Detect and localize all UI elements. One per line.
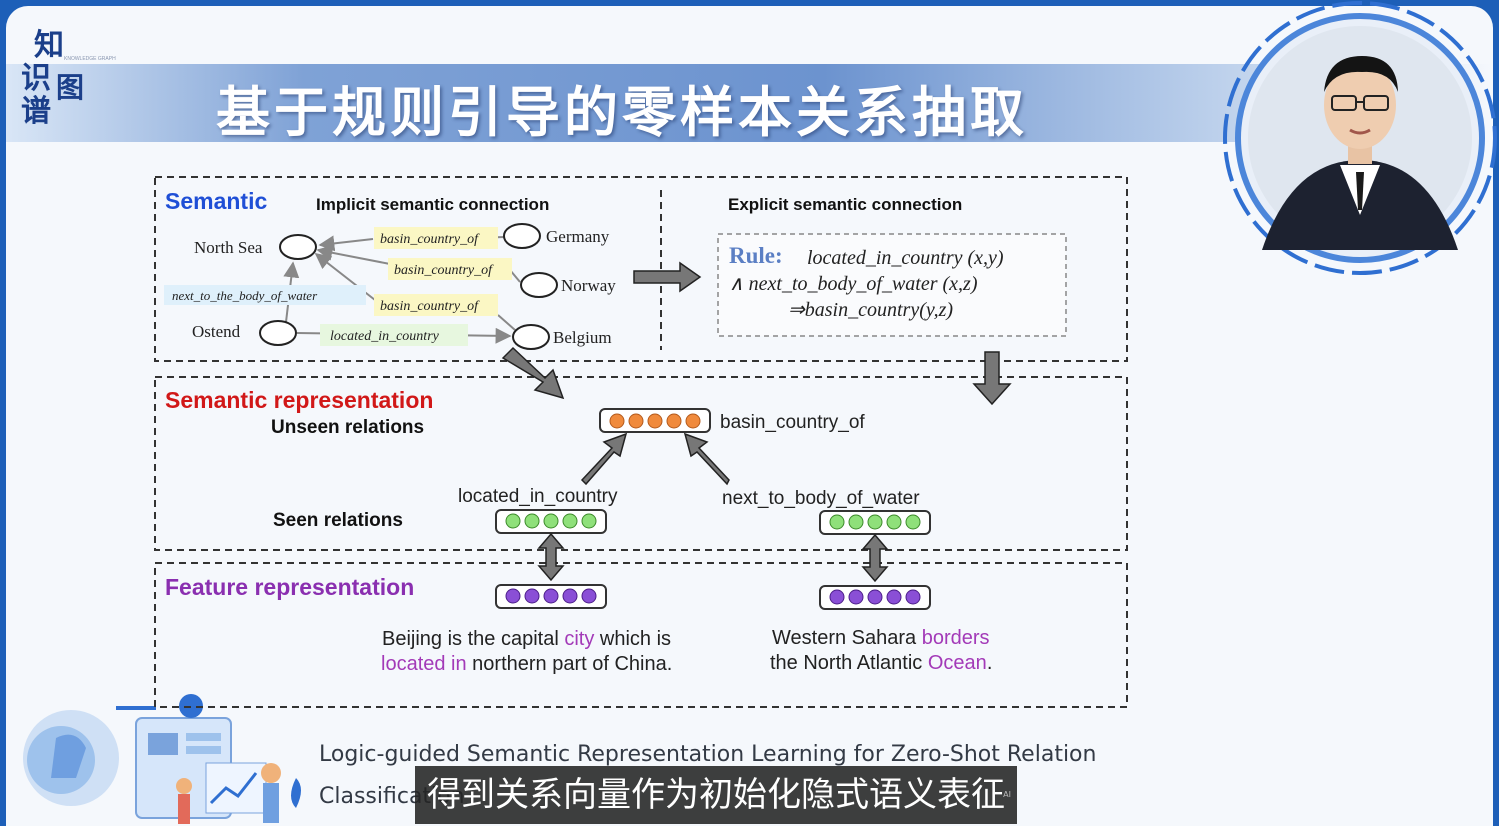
feature-section-box: [154, 562, 1128, 708]
rule-line-2: ∧ next_to_body_of_water (x,z): [729, 273, 978, 295]
vector-link-arrow-1-icon: [537, 532, 565, 582]
sentence-1-line-1: Beijing is the capital city which is: [382, 628, 671, 650]
feature-vector-2-icon: [819, 585, 931, 610]
sentence-2-line-2: the North Atlantic Ocean.: [770, 652, 992, 674]
sentence-1-plain-c: northern part of China.: [467, 653, 673, 675]
node-north-sea: [279, 234, 317, 260]
edge-germany-northsea: [318, 235, 374, 252]
sentence-2-highlight-borders: borders: [922, 627, 990, 649]
explicit-down-arrow-icon: [972, 351, 1012, 406]
rule-line-3: ⇒basin_country(y,z): [788, 299, 953, 321]
seen-relation-1-name: located_in_country: [458, 486, 618, 507]
sentence-2-plain-c: .: [987, 652, 993, 674]
logo-char-2: 识: [21, 61, 51, 96]
rule-box: [717, 233, 1067, 337]
sentence-2-highlight-ocean: Ocean: [928, 652, 987, 674]
edge-label-box-4: [164, 285, 366, 305]
node-ostend: [259, 320, 297, 346]
representation-heading: Semantic representation: [165, 387, 433, 413]
edge-label-basin-2: basin_country_of: [394, 263, 494, 278]
edge-label-box-5: [320, 324, 468, 346]
explicit-heading: Explicit semantic connection: [728, 195, 962, 214]
seen-relations-label: Seen relations: [273, 510, 403, 531]
seen-relation-2-name: next_to_body_of_water: [722, 488, 920, 509]
logo-char-3: 图: [56, 71, 85, 104]
sentence-1-plain-a: Beijing is the capital: [382, 628, 564, 650]
sentence-1-highlight-city: city: [564, 628, 594, 650]
video-subtitle: 得到关系向量作为初始化隐式语义表征 AI: [415, 766, 1017, 824]
node-label-ostend: Ostend: [192, 322, 241, 341]
edge-label-next-to-water: next_to_the_body_of_water: [172, 288, 318, 303]
seen-vector-2-icon: [819, 510, 931, 535]
subtitle-text: 得到关系向量作为初始化隐式语义表征: [427, 775, 1005, 815]
seen-vector-1-icon: [495, 509, 607, 534]
slide-title: 基于规则引导的零样本关系抽取: [216, 81, 1028, 144]
sentence-1-line-2: located in northern part of China.: [381, 653, 672, 675]
seen-to-unseen-arrow-right-icon: [683, 432, 730, 486]
edge-label-basin-1: basin_country_of: [380, 232, 480, 247]
edge-belgium-stub: [497, 314, 516, 331]
rule-line-1: located_in_country (x,y): [807, 247, 1004, 269]
vector-link-arrow-2-icon: [861, 533, 889, 583]
sentence-1-plain-b: which is: [594, 628, 671, 650]
logo-char-4: 谱: [21, 94, 51, 129]
rule-prefix: Rule:: [729, 243, 783, 268]
edge-label-box-3: [374, 294, 498, 316]
semantic-section-box: [154, 176, 1128, 362]
semantic-heading: Semantic: [165, 188, 267, 214]
node-label-north-sea: North Sea: [194, 238, 263, 257]
node-germany: [503, 223, 541, 249]
edge-label-located-in-country: located_in_country: [330, 329, 440, 344]
seen-to-unseen-arrow-left-icon: [580, 432, 628, 486]
edge-label-basin-3: basin_country_of: [380, 299, 480, 314]
node-label-norway: Norway: [561, 276, 616, 295]
node-label-germany: Germany: [546, 227, 610, 246]
implicit-heading: Implicit semantic connection: [316, 195, 549, 214]
node-norway: [520, 272, 558, 298]
paper-citation: Logic-guided Semantic Representation Lea…: [319, 734, 1149, 818]
citation-line-1: Logic-guided Semantic Representation Lea…: [319, 742, 1097, 767]
feature-heading: Feature representation: [165, 574, 414, 600]
feature-vector-1-icon: [495, 584, 607, 609]
logo-char-1: 知: [34, 28, 64, 63]
subtitle-ai-mark: AI: [1003, 790, 1011, 799]
node-label-belgium: Belgium: [553, 328, 612, 347]
logo-subtitle: KNOWLEDGE GRAPH: [64, 56, 116, 62]
unseen-relation-name: basin_country_of: [720, 412, 865, 433]
edge-label-box-1: [374, 227, 498, 249]
sentence-2-line-1: Western Sahara borders: [772, 627, 990, 649]
unseen-vector-icon: [599, 408, 711, 433]
ai-robot-illustration-icon: [23, 694, 301, 824]
sentence-2-plain-a: Western Sahara: [772, 627, 922, 649]
sentence-2-plain-b: the North Atlantic: [770, 652, 928, 674]
representation-section-box: [154, 376, 1128, 551]
sentence-1-highlight-located: located in: [381, 653, 467, 675]
edge-norway-northsea: [316, 244, 391, 265]
implicit-down-arrow-icon: [501, 346, 565, 400]
edge-label-box-2: [388, 258, 512, 280]
unseen-relations-label: Unseen relations: [271, 417, 424, 438]
node-belgium: [512, 324, 550, 350]
implicit-to-explicit-arrow-icon: [633, 261, 702, 293]
presenter-video-icon: [1223, 1, 1497, 275]
